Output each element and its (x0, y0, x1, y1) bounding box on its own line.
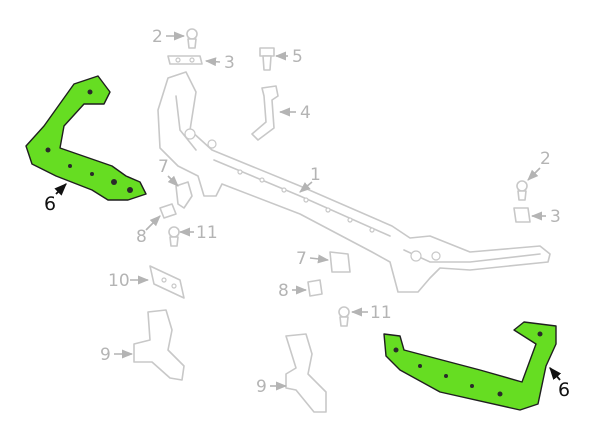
svg-text:7: 7 (296, 249, 307, 269)
svg-text:11: 11 (196, 223, 218, 243)
callout-2-top: 2 (152, 27, 186, 47)
bracket-9-mid (285, 333, 327, 413)
bolt-5 (259, 47, 275, 71)
svg-text:3: 3 (224, 53, 235, 73)
svg-text:7: 7 (158, 157, 169, 177)
support-bracket-6-left (25, 75, 147, 201)
nut-8-mid (307, 279, 323, 297)
callout-4: 4 (278, 103, 311, 123)
bracket-7-left (175, 181, 193, 209)
radiator-support-beam (157, 71, 551, 293)
callout-11-left: 11 (178, 223, 218, 243)
callout-3-right: 3 (530, 207, 561, 227)
svg-text:6: 6 (44, 193, 56, 215)
callout-6-right: 6 (549, 367, 570, 401)
svg-text:10: 10 (108, 271, 130, 291)
bolt-2-top (186, 28, 198, 49)
clip-3-top (167, 55, 203, 65)
callout-9-left: 9 (100, 345, 134, 365)
callout-9-mid: 9 (256, 377, 288, 397)
svg-text:9: 9 (256, 377, 267, 397)
callout-10: 10 (108, 271, 150, 291)
callout-7-left: 7 (158, 157, 179, 187)
svg-text:3: 3 (550, 207, 561, 227)
callout-2-right: 2 (527, 149, 551, 181)
callout-6-left: 6 (44, 183, 67, 215)
svg-text:2: 2 (152, 27, 163, 47)
clip-3-right (513, 207, 531, 223)
callout-8-mid: 8 (278, 281, 308, 301)
bolt-2-right (516, 180, 528, 201)
bolt-11-mid (338, 306, 350, 327)
svg-text:5: 5 (292, 47, 303, 67)
callout-3-top: 3 (204, 53, 235, 73)
bracket-7-mid (329, 251, 351, 273)
svg-text:9: 9 (100, 345, 111, 365)
callout-8-left: 8 (136, 215, 161, 247)
nut-8-left (159, 203, 177, 219)
bracket-4 (251, 85, 279, 141)
svg-text:4: 4 (300, 103, 311, 123)
svg-text:11: 11 (370, 303, 392, 323)
svg-text:2: 2 (540, 149, 551, 169)
callout-11-mid: 11 (350, 303, 392, 323)
bolt-11-left (168, 226, 180, 247)
svg-text:1: 1 (310, 165, 321, 185)
svg-text:6: 6 (558, 379, 570, 401)
svg-text:8: 8 (278, 281, 289, 301)
plate-10 (149, 265, 185, 299)
callout-5: 5 (274, 47, 303, 67)
callout-1: 1 (299, 165, 321, 193)
svg-text:8: 8 (136, 227, 147, 247)
callout-7-mid: 7 (296, 249, 330, 269)
bracket-9-left (133, 309, 185, 381)
support-bracket-6-right (383, 321, 557, 411)
